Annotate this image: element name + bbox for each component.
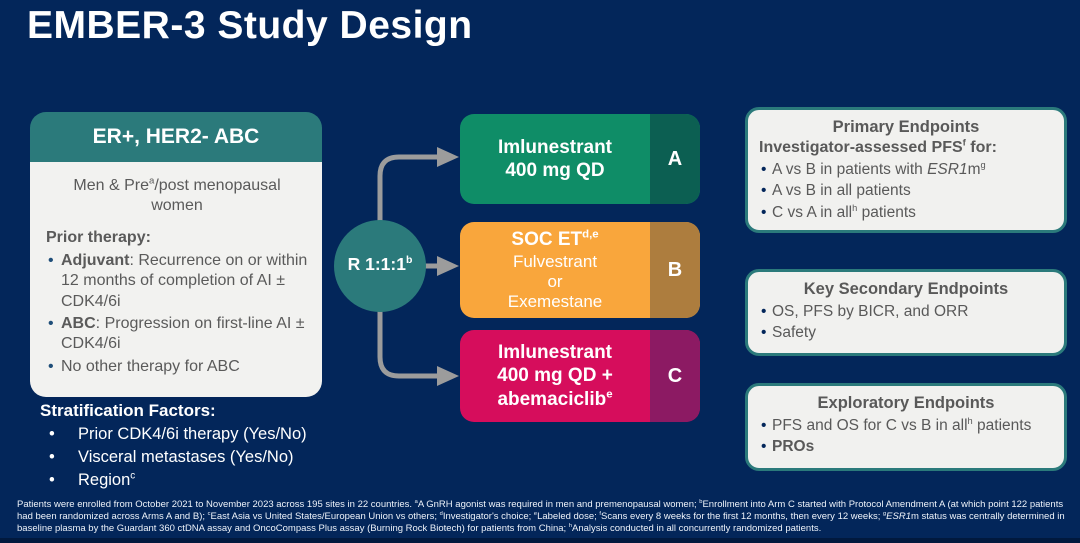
primary-endpoints-box: Primary Endpoints Investigator-assessed … <box>745 107 1067 233</box>
list-item: Regionc <box>40 471 307 490</box>
arm-a-text: Imlunestrant 400 mg QD <box>460 114 650 204</box>
key-secondary-endpoints-box: Key Secondary Endpoints OS, PFS by BICR,… <box>745 269 1067 356</box>
arm-a-box: Imlunestrant 400 mg QD A <box>460 114 700 204</box>
arrow-right-icon <box>437 147 459 167</box>
arm-c-letter-tab: C <box>650 330 700 422</box>
list-item: OS, PFS by BICR, and ORR <box>759 301 1053 323</box>
stratification-list: Prior CDK4/6i therapy (Yes/No) Visceral … <box>40 425 307 490</box>
arm-dose-line: 400 mg QD + <box>497 365 613 387</box>
arrowhead-icons <box>437 147 459 386</box>
population-header: ER+, HER2- ABC <box>30 112 322 162</box>
list-item: Safety <box>759 322 1053 344</box>
list-item: Visceral metastases (Yes/No) <box>40 448 307 467</box>
arm-combo-line: abemaciclibe <box>497 388 613 410</box>
prior-therapy-label: Prior therapy: <box>46 229 151 246</box>
list-item: C vs A in allh patients <box>759 202 1053 224</box>
list-item: Adjuvant: Recurrence on or within 12 mon… <box>46 251 308 312</box>
prior-therapy-list: Adjuvant: Recurrence on or within 12 mon… <box>46 251 308 377</box>
list-item: PROs <box>759 436 1053 458</box>
arm-dose-line: 400 mg QD <box>505 160 605 181</box>
population-body: Men & Prea/post menopausal women Prior t… <box>30 162 322 397</box>
list-item: No other therapy for ABC <box>46 357 308 378</box>
footnote-text: Patients were enrolled from October 2021… <box>17 498 1065 535</box>
list-item: PFS and OS for C vs B in allh patients <box>759 415 1053 437</box>
arm-drug-line: Imlunestrant <box>497 342 613 364</box>
population-box: ER+, HER2- ABC Men & Prea/post menopausa… <box>30 112 322 397</box>
arrow-right-icon <box>437 256 459 276</box>
primary-endpoints-list: A vs B in patients with ESR1mg A vs B in… <box>759 159 1053 224</box>
arrow-right-icon <box>437 366 459 386</box>
arm-drug-line: Imlunestrant <box>497 136 613 158</box>
arm-c-text: Imlunestrant 400 mg QD + abemaciclibe <box>460 330 650 422</box>
primary-endpoints-title: Primary Endpoints <box>832 118 980 136</box>
exploratory-endpoints-title: Exploratory Endpoints <box>817 394 995 412</box>
arm-a-letter-tab: A <box>650 114 700 204</box>
list-item: A vs B in patients with ESR1mg <box>759 159 1053 181</box>
key-secondary-endpoints-list: OS, PFS by BICR, and ORR Safety <box>759 301 1053 344</box>
key-secondary-endpoints-title: Key Secondary Endpoints <box>803 280 1009 298</box>
arm-b-text: SOC ETd,e Fulvestrant or Exemestane <box>460 222 650 318</box>
primary-endpoints-subtitle: Investigator-assessed PFSf for: <box>759 137 997 156</box>
stratification-section: Stratification Factors: Prior CDK4/6i th… <box>40 401 307 494</box>
list-item: ABC: Progression on first-line AI ± CDK4… <box>46 314 308 355</box>
arm-b-box: SOC ETd,e Fulvestrant or Exemestane B <box>460 222 700 318</box>
arm-option-line: Fulvestrant <box>512 251 598 271</box>
list-item: Prior CDK4/6i therapy (Yes/No) <box>40 425 307 444</box>
exploratory-endpoints-list: PFS and OS for C vs B in allh patients P… <box>759 415 1053 458</box>
list-item: A vs B in all patients <box>759 180 1053 202</box>
stratification-label: Stratification Factors: <box>40 401 216 420</box>
randomization-label: R 1:1:1b <box>347 254 413 274</box>
arm-option-line: Exemestane <box>507 291 603 311</box>
page-title: EMBER-3 Study Design <box>27 4 473 47</box>
arm-title-line: SOC ETd,e <box>511 229 599 251</box>
arm-c-box: Imlunestrant 400 mg QD + abemaciclibe C <box>460 330 700 422</box>
arm-b-letter-tab: B <box>650 222 700 318</box>
exploratory-endpoints-box: Exploratory Endpoints PFS and OS for C v… <box>745 383 1067 471</box>
arm-option-line: or <box>547 271 563 291</box>
population-subtitle: Men & Prea/post menopausal women <box>73 175 281 214</box>
bottom-edge-strip <box>0 538 1080 543</box>
